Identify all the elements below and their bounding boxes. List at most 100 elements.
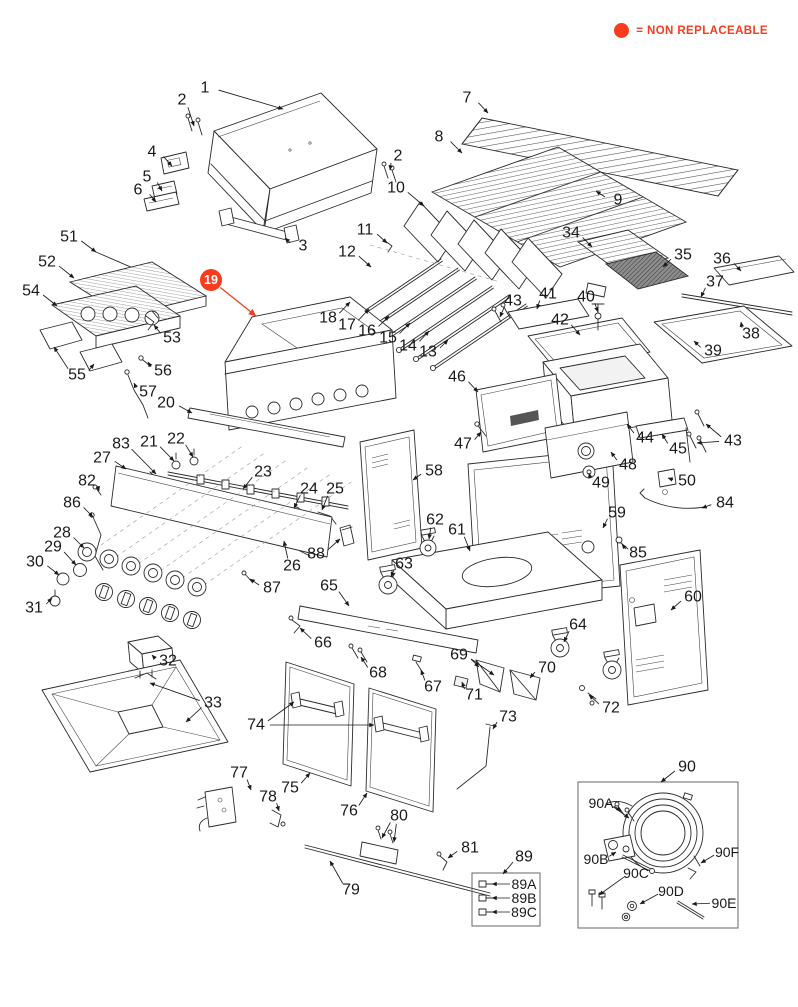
- badge-plates-drawing: [143, 151, 190, 212]
- part-label-90: 90: [660, 759, 696, 783]
- part-label-37: 37: [700, 274, 724, 298]
- side-burner-drawing: [474, 298, 707, 495]
- part-label-36: 36: [713, 251, 742, 272]
- svg-text:30: 30: [26, 554, 44, 571]
- svg-text:67: 67: [424, 679, 442, 696]
- part-label-71: 71: [461, 681, 483, 704]
- svg-text:76: 76: [340, 803, 358, 820]
- front-rail-drawing: [297, 605, 479, 654]
- part-label-57: 57: [133, 382, 157, 401]
- svg-text:49: 49: [592, 475, 610, 492]
- svg-text:13: 13: [419, 344, 437, 361]
- svg-text:56: 56: [154, 363, 172, 380]
- svg-text:27: 27: [93, 450, 111, 467]
- part-label-12: 12: [338, 244, 372, 268]
- part-label-77: 77: [230, 765, 252, 791]
- part-label-29: 29: [44, 539, 77, 566]
- part-label-74: 74: [247, 701, 375, 734]
- grease-pan-drawing: [41, 659, 229, 773]
- part-label-89C: 89C: [491, 904, 537, 920]
- part-label-48: 48: [610, 451, 637, 474]
- svg-text:74: 74: [247, 717, 265, 734]
- part-label-88: 88: [307, 538, 341, 563]
- svg-text:90D: 90D: [658, 883, 684, 899]
- svg-text:84: 84: [716, 495, 734, 512]
- part-label-56: 56: [147, 361, 172, 380]
- svg-text:10: 10: [387, 180, 405, 197]
- svg-text:50: 50: [678, 473, 696, 490]
- svg-text:35: 35: [674, 247, 692, 264]
- part-label-23: 23: [242, 464, 272, 490]
- part-label-43: 43: [499, 293, 522, 318]
- part-label-26: 26: [282, 540, 301, 575]
- svg-text:63: 63: [395, 556, 413, 573]
- part-label-80: 80: [381, 808, 408, 843]
- svg-text:4: 4: [148, 144, 157, 161]
- part-label-13: 13: [419, 339, 449, 361]
- part-label-89: 89: [502, 849, 533, 875]
- non-replaceable-dot-icon: [614, 23, 630, 38]
- part-label-52: 52: [38, 254, 75, 279]
- part-label-69: 69: [450, 647, 495, 676]
- svg-text:1: 1: [201, 80, 210, 97]
- part-label-73: 73: [492, 709, 517, 730]
- svg-text:5: 5: [143, 169, 152, 186]
- part-label-85: 85: [621, 543, 647, 562]
- svg-text:55: 55: [68, 367, 86, 384]
- part-label-68: 68: [360, 656, 387, 682]
- part-label-89B: 89B: [491, 890, 536, 906]
- part-label-15: 15: [379, 322, 411, 347]
- part-label-45: 45: [661, 433, 687, 458]
- part-label-1: 1: [201, 80, 284, 110]
- svg-text:88: 88: [307, 546, 325, 563]
- svg-text:25: 25: [326, 481, 344, 498]
- svg-text:15: 15: [379, 330, 397, 347]
- part-label-2: 2: [388, 148, 403, 171]
- part-label-25: 25: [321, 481, 344, 511]
- part-label-39: 39: [693, 340, 722, 360]
- svg-text:68: 68: [369, 665, 387, 682]
- part-label-83: 83: [112, 436, 157, 475]
- svg-text:51: 51: [60, 229, 78, 246]
- svg-text:18: 18: [319, 310, 337, 327]
- svg-text:2: 2: [394, 148, 403, 165]
- svg-text:58: 58: [425, 463, 443, 480]
- svg-text:83: 83: [112, 436, 130, 453]
- part-label-72: 72: [588, 694, 620, 717]
- svg-text:46: 46: [448, 369, 466, 386]
- svg-text:75: 75: [281, 780, 299, 797]
- part-label-49: 49: [588, 472, 610, 492]
- ir-burner-drawing: [585, 251, 690, 298]
- part-label-75: 75: [281, 772, 311, 797]
- svg-text:37: 37: [706, 274, 724, 291]
- part-label-44: 44: [626, 423, 654, 447]
- part-label-87: 87: [249, 578, 281, 597]
- part-label-76: 76: [340, 792, 368, 820]
- part-label-41: 41: [536, 286, 557, 310]
- part-label-33: 33: [149, 682, 222, 723]
- svg-text:79: 79: [342, 882, 360, 899]
- svg-text:11: 11: [357, 222, 374, 239]
- svg-text:90C: 90C: [623, 865, 649, 881]
- knobs-drawing: [49, 542, 207, 629]
- firebox-drawing: [187, 296, 397, 448]
- svg-text:90: 90: [678, 759, 696, 776]
- part-label-46: 46: [448, 369, 479, 393]
- part-label-31: 31: [25, 597, 53, 617]
- part-label-61: 61: [448, 522, 471, 552]
- svg-text:60: 60: [684, 589, 702, 606]
- svg-text:90E: 90E: [712, 895, 737, 911]
- part-label-90D: 90D: [639, 883, 684, 905]
- part-label-82: 82: [78, 473, 100, 492]
- svg-text:69: 69: [450, 647, 468, 664]
- part-label-8: 8: [435, 129, 463, 154]
- part-label-63: 63: [390, 556, 413, 578]
- side-trays-drawing: [653, 255, 795, 364]
- part-label-16: 16: [358, 315, 390, 340]
- part-label-90F: 90F: [700, 844, 739, 864]
- svg-text:54: 54: [22, 283, 40, 300]
- part-label-54: 54: [22, 283, 58, 307]
- svg-text:9: 9: [614, 192, 623, 209]
